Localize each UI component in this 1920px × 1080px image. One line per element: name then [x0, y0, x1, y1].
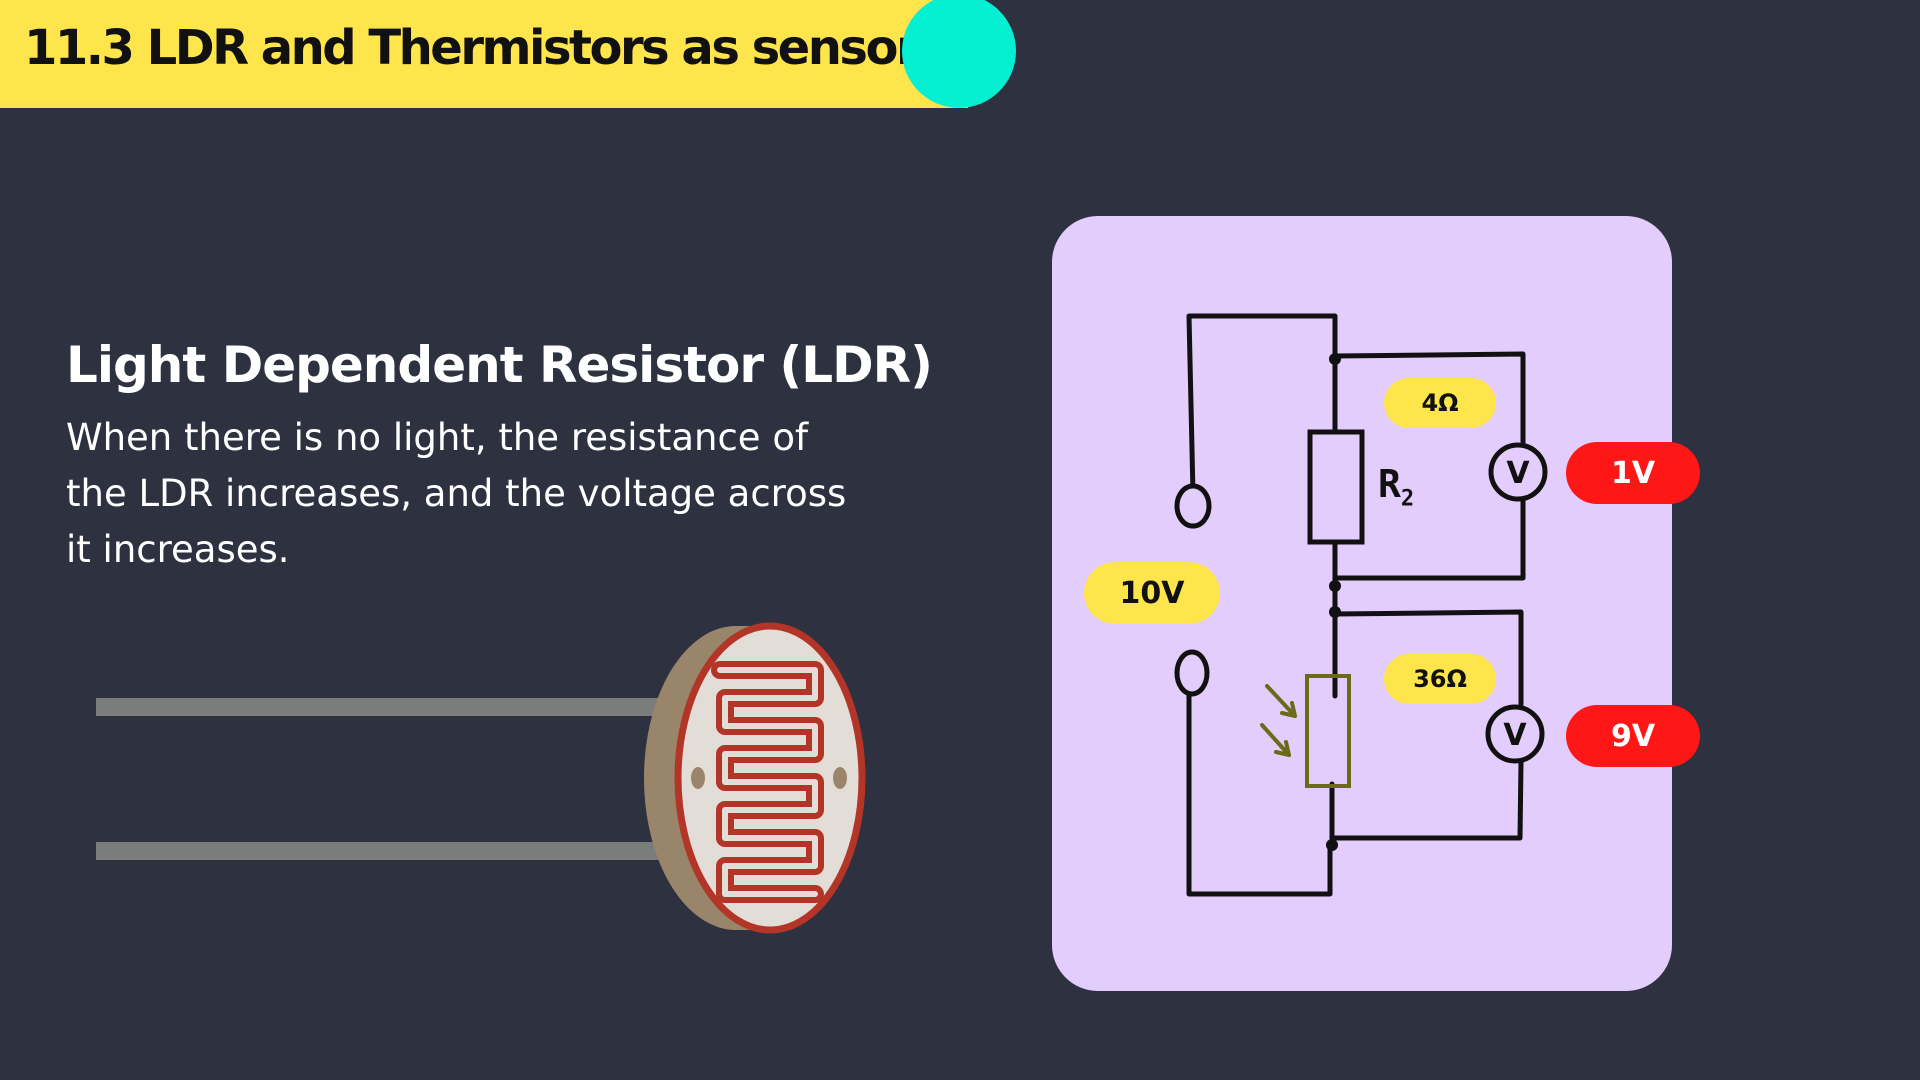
circuit-wire-voltmeter-top: [1332, 351, 1526, 581]
resistor-name-label: R2: [1378, 462, 1415, 512]
ldr-value-label: 36Ω: [1384, 654, 1496, 704]
voltmeter-top-icon: [1488, 442, 1548, 502]
supply-voltage-label: 10V: [1084, 562, 1220, 624]
title-accent-dot: [902, 0, 1016, 108]
ldr-lead-top: [96, 698, 696, 716]
section-heading: Light Dependent Resistor (LDR): [66, 336, 933, 394]
resistor-value-label: 4Ω: [1384, 378, 1496, 428]
circuit-wire-supply-top: [1186, 313, 1338, 497]
circuit-wire-voltmeter-bottom: [1329, 609, 1524, 841]
voltmeter-top-symbol: V: [1506, 456, 1530, 491]
light-arrow-icon: [1265, 684, 1297, 718]
voltmeter-bottom-reading: 9V: [1566, 705, 1700, 767]
junction-dot: [1329, 580, 1341, 592]
supply-terminal-bottom: [1174, 649, 1210, 697]
voltmeter-bottom-icon: [1485, 704, 1545, 764]
junction-dot: [1329, 606, 1341, 618]
circuit-diagram: V V: [1174, 313, 1548, 897]
title-bar: [0, 0, 968, 108]
voltmeter-top-reading: 1V: [1566, 442, 1700, 504]
ldr-contact-right: [833, 767, 847, 789]
circuit-wire-main: [1329, 353, 1338, 847]
ldr-component-icon: [96, 622, 866, 934]
junction-dot: [1326, 839, 1338, 851]
ldr-lead-bottom: [96, 842, 696, 860]
ldr-resistor: [1305, 674, 1351, 788]
section-body-text: When there is no light, the resistance o…: [66, 416, 847, 571]
circuit-wire-supply-bottom: [1186, 691, 1333, 897]
supply-terminal-top: [1174, 483, 1212, 529]
ldr-contact-left: [691, 767, 705, 789]
voltmeter-bottom-symbol: V: [1503, 718, 1527, 753]
page-title: 11.3 LDR and Thermistors as sensors: [24, 20, 946, 76]
resistor-r2: [1307, 429, 1365, 545]
junction-dot: [1329, 353, 1341, 365]
light-arrow-icon: [1260, 723, 1291, 757]
